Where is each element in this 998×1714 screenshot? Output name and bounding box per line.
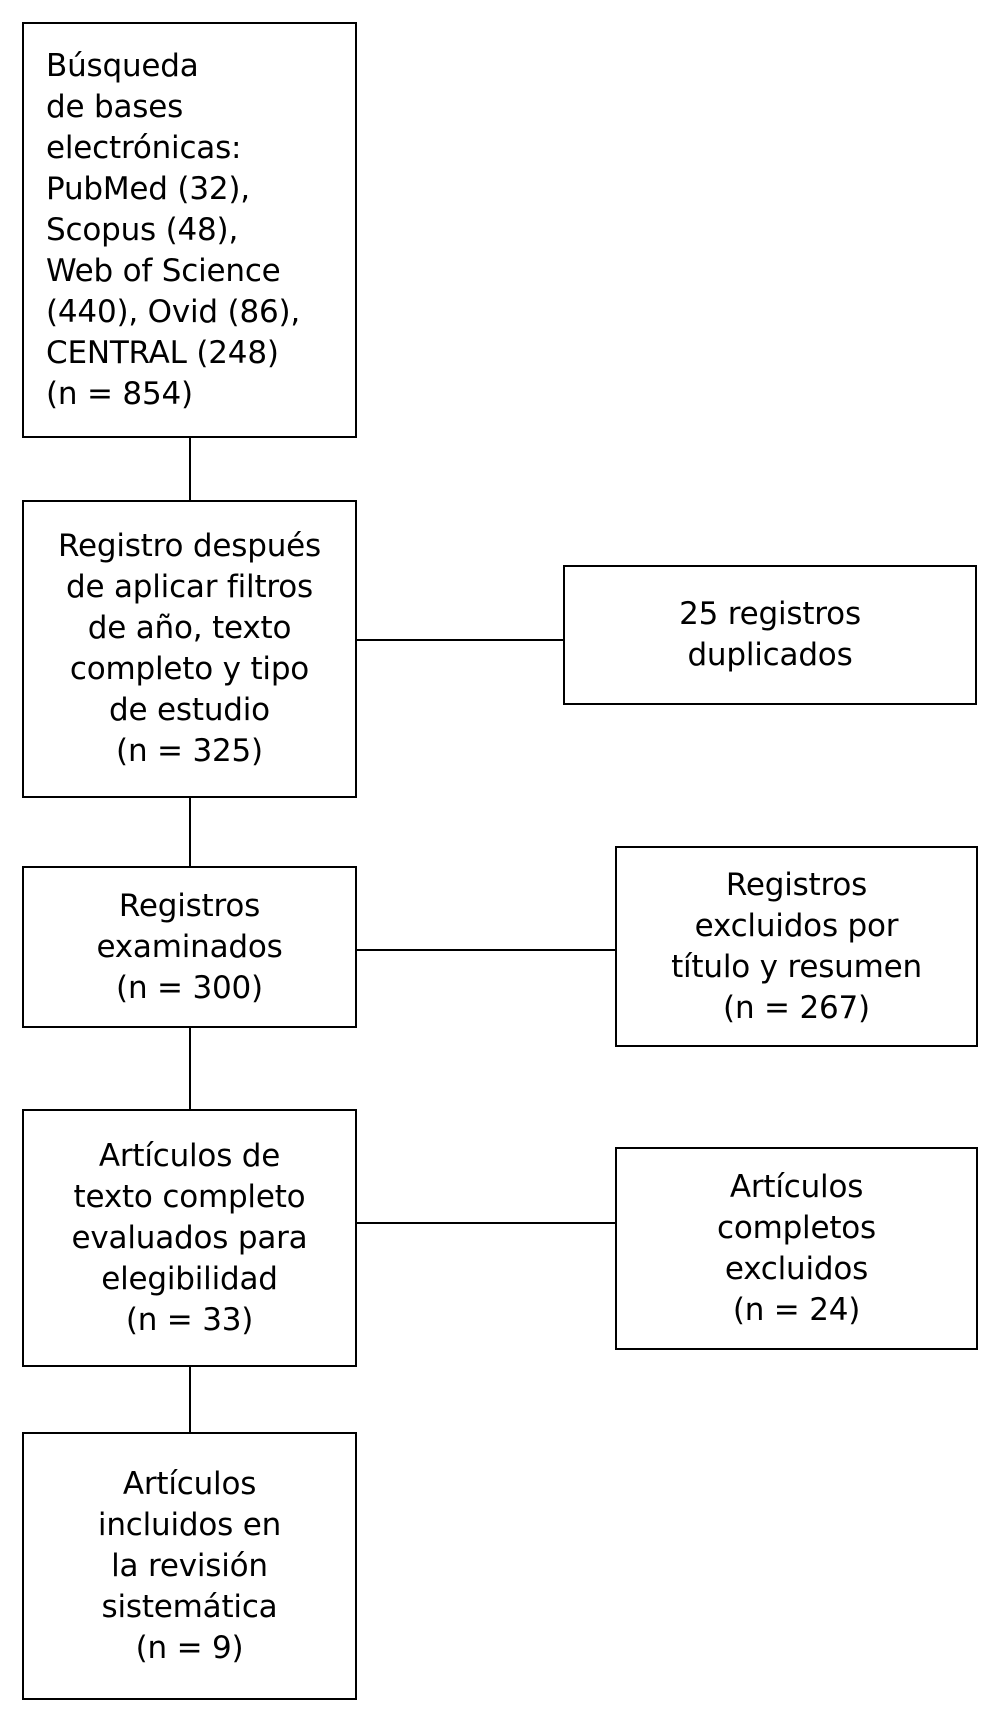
node-filtered-records: Registro después de aplicar filtros de a… <box>22 500 357 798</box>
node-excluded-full-text-label: Artículos completos excluidos (n = 24) <box>716 1168 877 1328</box>
connector-screened-to-excluded-title <box>357 949 615 951</box>
node-excluded-by-title-abstract: Registros excluidos por título y resumen… <box>615 846 978 1047</box>
node-excluded-by-title-abstract-label: Registros excluidos por título y resumen… <box>671 866 922 1026</box>
connector-eligibility-to-included <box>189 1367 191 1432</box>
connector-identification-to-filtered <box>189 438 191 500</box>
node-screened-records: Registros examinados (n = 300) <box>22 866 357 1028</box>
connector-eligibility-to-excluded-full <box>357 1222 615 1224</box>
connector-filtered-to-screened <box>189 798 191 866</box>
connector-screened-to-eligibility <box>189 1028 191 1109</box>
node-duplicate-records: 25 registros duplicados <box>563 565 977 705</box>
node-screened-records-label: Registros examinados (n = 300) <box>96 887 283 1006</box>
connector-filtered-to-duplicates <box>357 639 563 641</box>
node-included-articles-label: Artículos incluidos en la revisión siste… <box>97 1465 282 1666</box>
node-filtered-records-label: Registro después de aplicar filtros de a… <box>58 528 321 769</box>
node-included-articles: Artículos incluidos en la revisión siste… <box>22 1432 357 1700</box>
node-excluded-full-text: Artículos completos excluidos (n = 24) <box>615 1147 978 1350</box>
node-eligibility-articles: Artículos de texto completo evaluados pa… <box>22 1109 357 1367</box>
node-duplicate-records-label: 25 registros duplicados <box>679 596 861 673</box>
node-eligibility-articles-label: Artículos de texto completo evaluados pa… <box>71 1137 308 1338</box>
node-identification: Búsqueda de bases electrónicas: PubMed (… <box>22 22 357 438</box>
node-identification-label: Búsqueda de bases electrónicas: PubMed (… <box>46 47 301 412</box>
